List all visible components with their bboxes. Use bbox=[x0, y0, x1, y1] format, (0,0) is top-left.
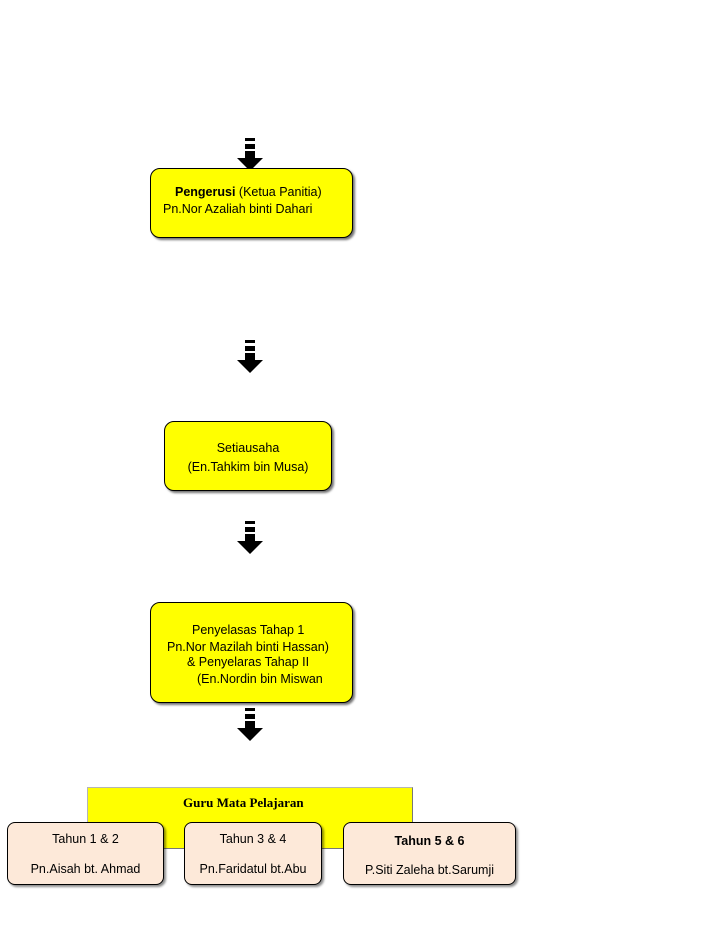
coordinators-box: Penyelasas Tahap 1 Pn.Nor Mazilah binti … bbox=[150, 602, 353, 703]
year-label: Tahun 1 & 2 bbox=[52, 832, 119, 846]
teacher-name: Pn.Faridatul bt.Abu bbox=[199, 862, 307, 876]
year-box-3-4: Tahun 3 & 4 Pn.Faridatul bt.Abu bbox=[184, 822, 322, 885]
down-arrow-icon bbox=[237, 138, 263, 171]
teacher-name: Pn.Aisah bt. Ahmad bbox=[30, 862, 141, 876]
coordinator-line-3: & Penyelaras Tahap II bbox=[187, 655, 310, 669]
chairman-role-suffix: (Ketua Panitia) bbox=[238, 185, 322, 199]
down-arrow-icon bbox=[237, 340, 263, 373]
chairman-box: Pengerusi (Ketua Panitia) Pn.Nor Azaliah… bbox=[150, 168, 353, 238]
coordinator-line-2: Pn.Nor Mazilah binti Hassan) bbox=[167, 640, 329, 654]
down-arrow-icon bbox=[237, 521, 263, 554]
coordinator-line-4: (En.Nordin bin Miswan bbox=[197, 672, 323, 686]
chairman-role: Pengerusi (Ketua Panitia) bbox=[175, 184, 322, 201]
secretary-title: Setiausaha bbox=[216, 441, 280, 455]
year-label: Tahun 3 & 4 bbox=[219, 832, 287, 846]
year-box-1-2: Tahun 1 & 2 Pn.Aisah bt. Ahmad bbox=[7, 822, 164, 885]
teacher-name: P.Siti Zaleha bt.Sarumji bbox=[365, 863, 494, 877]
chairman-role-label: Pengerusi bbox=[175, 185, 236, 199]
coordinator-line-1: Penyelasas Tahap 1 bbox=[192, 623, 305, 637]
secretary-box: Setiausaha (En.Tahkim bin Musa) bbox=[164, 421, 332, 491]
down-arrow-icon bbox=[237, 708, 263, 741]
chairman-name: Pn.Nor Azaliah binti Dahari bbox=[163, 202, 313, 216]
year-label: Tahun 5 & 6 bbox=[394, 834, 465, 848]
secretary-name: (En.Tahkim bin Musa) bbox=[187, 460, 309, 474]
year-box-5-6: Tahun 5 & 6 P.Siti Zaleha bt.Sarumji bbox=[343, 822, 516, 885]
teachers-title: Guru Mata Pelajaran bbox=[183, 795, 304, 810]
